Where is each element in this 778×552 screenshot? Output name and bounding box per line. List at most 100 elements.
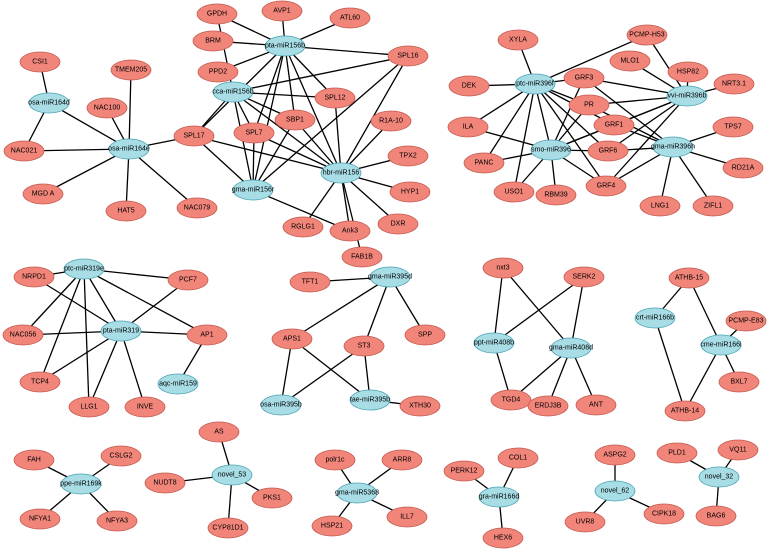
target-node-brm: BRM xyxy=(192,30,234,52)
edge-gma-mir408d-serk2 xyxy=(570,276,585,349)
node-label: SPP xyxy=(418,332,432,339)
node-label: NFYA3 xyxy=(106,518,128,525)
node-shape xyxy=(594,444,636,466)
node-shape xyxy=(63,258,105,280)
node-label: polr1c xyxy=(325,457,345,464)
node-label: NRT3.1 xyxy=(722,81,746,88)
node-label: TMEM205 xyxy=(115,67,147,74)
node-label: cme-miR166i xyxy=(700,342,742,349)
target-node-grf4: GRF4 xyxy=(585,175,627,197)
node-shape xyxy=(717,439,759,461)
node-shape xyxy=(28,92,70,114)
target-node-tmem205: TMEM205 xyxy=(110,59,152,81)
target-node-ppd2: PPD2 xyxy=(197,61,239,83)
target-node-as: AS xyxy=(198,421,240,443)
node-shape xyxy=(698,466,740,488)
node-shape xyxy=(110,59,152,81)
edge-ptc-mir396f-grf4 xyxy=(534,83,607,187)
target-node-pks1: PKS1 xyxy=(251,487,293,509)
node-shape xyxy=(212,81,254,103)
node-label: gma-miR408d xyxy=(549,345,593,352)
node-shape xyxy=(700,334,742,356)
target-node-grf6: GRF6 xyxy=(587,140,629,162)
node-shape xyxy=(60,473,102,495)
target-node-rd21a: RD21A xyxy=(722,157,764,179)
node-label: novel_62 xyxy=(601,488,630,495)
node-label: XYLA xyxy=(509,37,527,44)
node-label: RGLG1 xyxy=(291,224,315,231)
node-label: NRPD1 xyxy=(22,274,46,281)
edge-osa-mir164e-nac079 xyxy=(128,148,198,209)
node-shape xyxy=(666,85,708,107)
target-node-dek: DEK xyxy=(448,75,490,97)
node-label: hbr-miR156 xyxy=(323,170,360,177)
node-label: R1A-10 xyxy=(379,118,403,125)
node-label: CIPK18 xyxy=(652,511,676,518)
node-label: ERDJ3B xyxy=(535,403,562,410)
node-label: ILL7 xyxy=(400,514,414,521)
node-shape xyxy=(668,267,710,289)
target-node-grf3: GRF3 xyxy=(563,67,605,89)
node-label: MLO1 xyxy=(620,58,639,65)
node-label: SPL7 xyxy=(245,130,262,137)
node-shape xyxy=(329,7,371,29)
target-node-zifl1: ZIFL1 xyxy=(692,195,734,217)
target-node-rglg1: RGLG1 xyxy=(282,216,324,238)
target-node-lng1: LNG1 xyxy=(639,195,681,217)
node-label: HSP82 xyxy=(677,69,699,76)
target-node-pld1: PLD1 xyxy=(656,442,698,464)
edge-hbr-mir156-fab1b xyxy=(340,172,363,258)
mirna-node-novel-62: novel_62 xyxy=(594,480,636,502)
node-shape xyxy=(490,389,532,411)
node-label: TCP4 xyxy=(31,379,49,386)
target-node-mgd-a: MGD A xyxy=(22,183,64,205)
node-shape xyxy=(587,140,629,162)
target-node-grf1: GRF1 xyxy=(593,114,635,136)
node-shape xyxy=(634,307,676,329)
node-label: NAC056 xyxy=(10,332,37,339)
edge-pta-mir319-tcp4 xyxy=(39,330,122,383)
mirna-node-gra-mir166d: gra-miR166d xyxy=(478,486,520,508)
node-shape xyxy=(13,266,55,288)
node-shape xyxy=(493,181,535,203)
target-node-aspg2: ASPG2 xyxy=(594,444,636,466)
target-node-serk2: SERK2 xyxy=(563,266,605,288)
node-label: novel_32 xyxy=(705,474,734,481)
node-label: HSP21 xyxy=(321,523,343,530)
node-shape xyxy=(381,449,423,471)
node-label: ptc-miR319e xyxy=(64,266,104,273)
node-label: DXR xyxy=(391,221,406,228)
node-label: ATHB-15 xyxy=(675,275,703,282)
mirna-node-pta-mir156b: pta-miR156b xyxy=(264,35,306,57)
node-shape xyxy=(535,184,577,206)
node-shape xyxy=(233,122,275,144)
node-label: ILA xyxy=(463,124,474,131)
node-label: tae-miR395b xyxy=(350,397,390,404)
target-node-llg1: LLG1 xyxy=(68,396,110,418)
node-shape xyxy=(341,246,383,268)
edge-tae-mir395b-aps1 xyxy=(291,338,371,401)
mirna-node-ptc-mir396f: ptc-miR396f xyxy=(514,73,556,95)
node-label: GPDH xyxy=(207,11,227,18)
target-node-inve: INVE xyxy=(124,396,166,418)
edge-hbr-mir156-spl16 xyxy=(340,55,409,174)
target-node-tgd4: TGD4 xyxy=(490,389,532,411)
target-node-gpdh: GPDH xyxy=(196,3,238,25)
target-node-hat5: HAT5 xyxy=(105,200,147,222)
node-label: gma-miR395d xyxy=(368,274,412,281)
node-shape xyxy=(3,140,45,162)
node-shape xyxy=(176,197,218,219)
node-shape xyxy=(186,324,228,346)
target-node-spl17: SPL17 xyxy=(173,125,215,147)
mirna-node-hbr-mir156: hbr-miR156 xyxy=(320,162,362,184)
node-label: TFT1 xyxy=(302,279,319,286)
node-shape xyxy=(447,116,489,138)
edge-ptc-mir319e-tcp4 xyxy=(39,268,85,383)
node-label: SBP1 xyxy=(286,117,304,124)
edge-osa-mir395b-aps1 xyxy=(280,338,293,406)
target-node-panc: PANC xyxy=(463,152,505,174)
target-node-cyp81d1: CYP81D1 xyxy=(207,517,249,539)
node-label: ST3 xyxy=(358,343,371,350)
target-node-polr1c: polr1c xyxy=(314,449,356,471)
node-label: vvi-miR396b xyxy=(668,93,707,100)
